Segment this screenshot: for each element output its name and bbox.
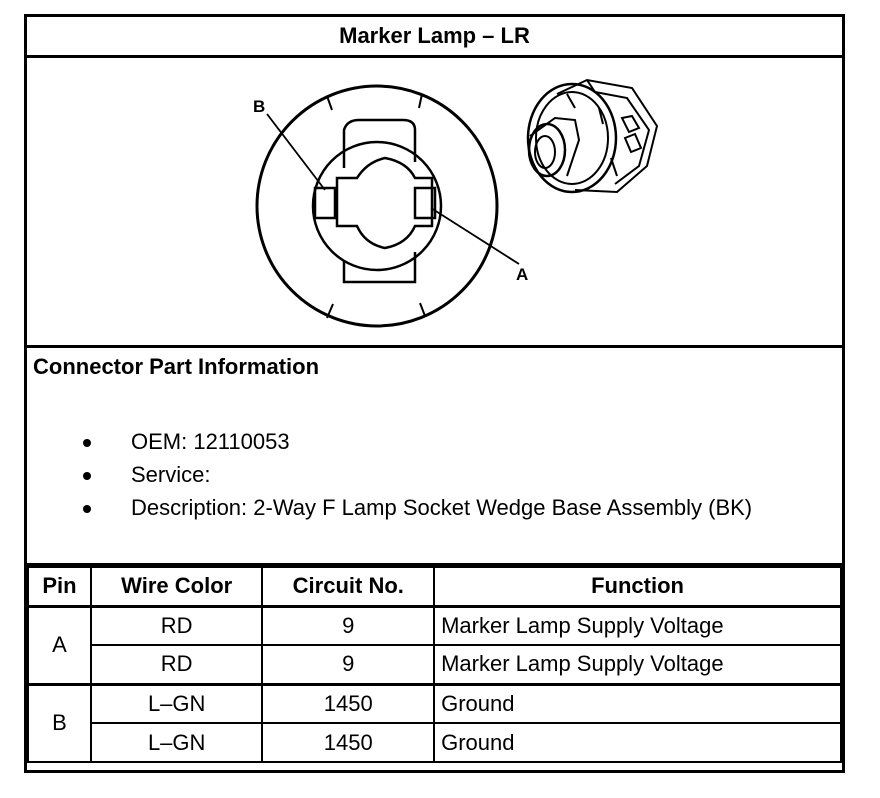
header-wire-color: Wire Color (89, 566, 264, 607)
pin-cell: B (27, 682, 92, 763)
circuit-cell: 9 (261, 604, 436, 646)
wire-color-cell: L–GN (89, 682, 264, 724)
wire-color-cell: L–GN (89, 722, 264, 763)
bullet-icon (83, 472, 91, 480)
callout-b-label: B (253, 97, 265, 116)
function-cell: Ground (433, 682, 842, 724)
pin-cell: A (27, 604, 92, 685)
connector-inner-ring (311, 140, 443, 272)
page-title: Marker Lamp – LR (27, 17, 842, 58)
bullet-icon (83, 439, 91, 447)
header-function: Function (433, 566, 842, 607)
circuit-cell: 1450 (261, 722, 436, 763)
connector-part-information: Connector Part Information OEM: 12110053… (27, 348, 842, 566)
wire-color-cell: RD (89, 644, 264, 685)
function-cell: Marker Lamp Supply Voltage (433, 644, 842, 685)
oem-number: OEM: 12110053 (131, 429, 290, 454)
terminal-a (413, 186, 437, 220)
connector-sheet: Marker Lamp – LR B A (24, 14, 845, 773)
circuit-cell: 1450 (261, 682, 436, 724)
callout-b-leader (266, 113, 326, 191)
function-cell: Ground (433, 722, 842, 763)
table-row: L–GN 1450 Ground (28, 722, 842, 763)
connector-face-diagram: B A (253, 78, 659, 328)
lamp-socket-illustration (526, 78, 659, 194)
table-row: RD 9 Marker Lamp Supply Voltage (28, 644, 842, 685)
callout-a-label: A (516, 265, 528, 284)
connector-outer-ring (255, 84, 499, 328)
table-row: A RD 9 Marker Lamp Supply Voltage (27, 604, 842, 685)
service-number: Service: (131, 462, 211, 487)
circuit-cell: 9 (261, 644, 436, 685)
callout-a-leader (430, 207, 520, 265)
connector-bottom-latch (342, 252, 417, 284)
bullet-icon (83, 505, 91, 513)
section-heading: Connector Part Information (33, 354, 320, 379)
terminal-b (313, 186, 337, 220)
table-header-row: Pin Wire Color Circuit No. Function (27, 566, 842, 607)
header-pin: Pin (27, 566, 92, 607)
terminal-cavity (335, 156, 434, 250)
pinout-table: Pin Wire Color Circuit No. Function A RD… (27, 566, 842, 763)
function-cell: Marker Lamp Supply Voltage (433, 604, 842, 646)
wire-color-cell: RD (89, 604, 264, 646)
header-circuit-no: Circuit No. (261, 566, 436, 607)
table-row: B L–GN 1450 Ground (27, 682, 842, 763)
connector-figure: B A (27, 58, 842, 348)
connector-top-latch (342, 118, 417, 162)
part-description: Description: 2-Way F Lamp Socket Wedge B… (131, 495, 753, 520)
